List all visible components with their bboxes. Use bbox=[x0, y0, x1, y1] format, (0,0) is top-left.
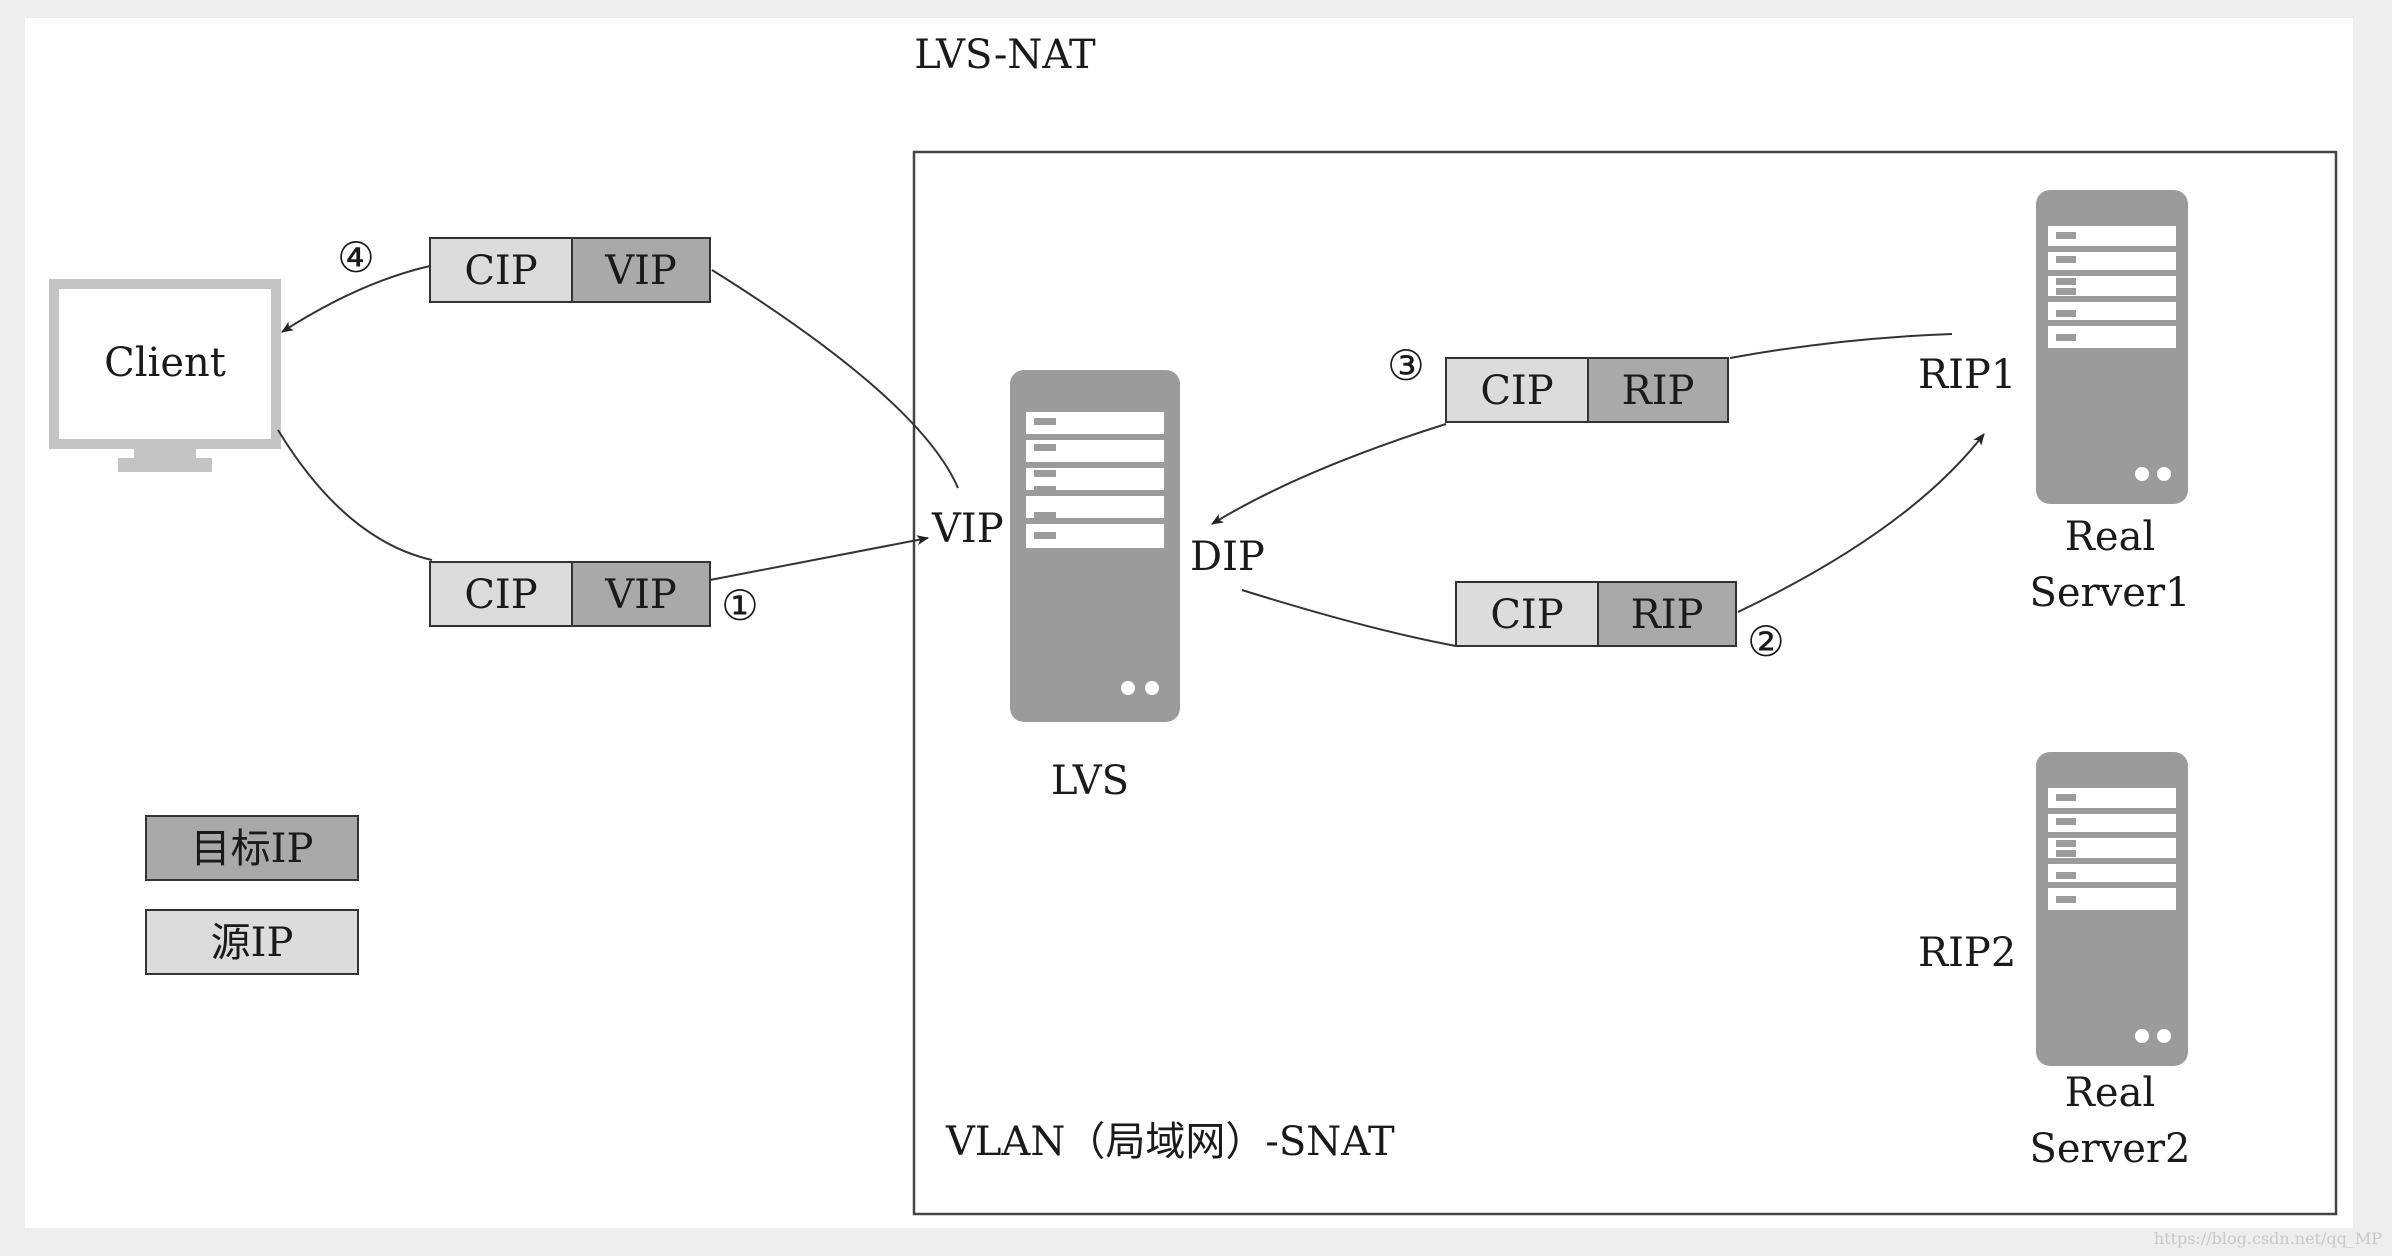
vlan-boundary bbox=[912, 150, 2338, 1216]
step-2-marker: ② bbox=[1747, 617, 1785, 666]
legend-target-ip-label: 目标IP bbox=[191, 826, 314, 872]
real-server-1-icon bbox=[2036, 190, 2188, 504]
packet-3: CIP RIP bbox=[1445, 357, 1729, 423]
packet-2-dst: RIP bbox=[1631, 592, 1704, 638]
packet-1-dst: VIP bbox=[604, 572, 677, 618]
legend-source-ip-swatch bbox=[145, 909, 359, 975]
flow-4-vip-to-packet bbox=[711, 269, 959, 489]
packet-4-dst: VIP bbox=[604, 248, 677, 294]
client-monitor-icon bbox=[49, 279, 281, 472]
packet-1: CIP VIP bbox=[429, 561, 711, 627]
flow-1-client-to-packet bbox=[277, 429, 433, 561]
flow-2-dip-to-packet bbox=[1241, 589, 1457, 647]
flow-4-packet-to-client bbox=[281, 265, 431, 333]
packet-4-src: CIP bbox=[464, 248, 537, 294]
real-server-1-label-line1: Real bbox=[2065, 514, 2155, 560]
real-server-2-label-line2: Server2 bbox=[2029, 1126, 2190, 1172]
legend-source-ip-label: 源IP bbox=[211, 920, 294, 966]
legend: 目标IP 源IP bbox=[145, 815, 359, 975]
watermark: https://blog.csdn.net/qq_MP bbox=[2154, 1229, 2382, 1248]
packet-4: CIP VIP bbox=[429, 237, 711, 303]
packet-3-dst: RIP bbox=[1622, 368, 1695, 414]
real-server-2-label-line1: Real bbox=[2065, 1070, 2155, 1116]
packet-2-src: CIP bbox=[1490, 592, 1563, 638]
lvs-label: LVS bbox=[1051, 758, 1129, 804]
client-label: Client bbox=[104, 340, 226, 386]
rip1-label: RIP1 bbox=[1918, 352, 2016, 398]
vlan-label: VLAN（局域网）-SNAT bbox=[945, 1119, 1395, 1165]
packet-2: CIP RIP bbox=[1455, 581, 1737, 647]
flow-3-rip1-to-packet bbox=[1729, 333, 1953, 359]
step-4-marker: ④ bbox=[337, 233, 375, 282]
diagram-title: LVS-NAT bbox=[914, 32, 1096, 78]
lvs-server-icon bbox=[1010, 370, 1180, 722]
real-server-1-label-line2: Server1 bbox=[2029, 570, 2190, 616]
step-3-marker: ③ bbox=[1387, 341, 1425, 390]
dip-label: DIP bbox=[1190, 534, 1265, 580]
rip2-label: RIP2 bbox=[1918, 930, 2016, 976]
flow-2-packet-to-rip1 bbox=[1737, 433, 1985, 613]
flow-3-packet-to-dip bbox=[1211, 423, 1447, 525]
page-background bbox=[25, 18, 2353, 1228]
step-1-marker: ① bbox=[721, 581, 759, 630]
packet-1-src: CIP bbox=[464, 572, 537, 618]
flow-1-packet-to-vip bbox=[709, 535, 929, 581]
real-server-2-icon bbox=[2036, 752, 2188, 1066]
packet-3-src: CIP bbox=[1480, 368, 1553, 414]
legend-target-ip-swatch bbox=[145, 815, 359, 881]
vip-label: VIP bbox=[931, 506, 1004, 552]
